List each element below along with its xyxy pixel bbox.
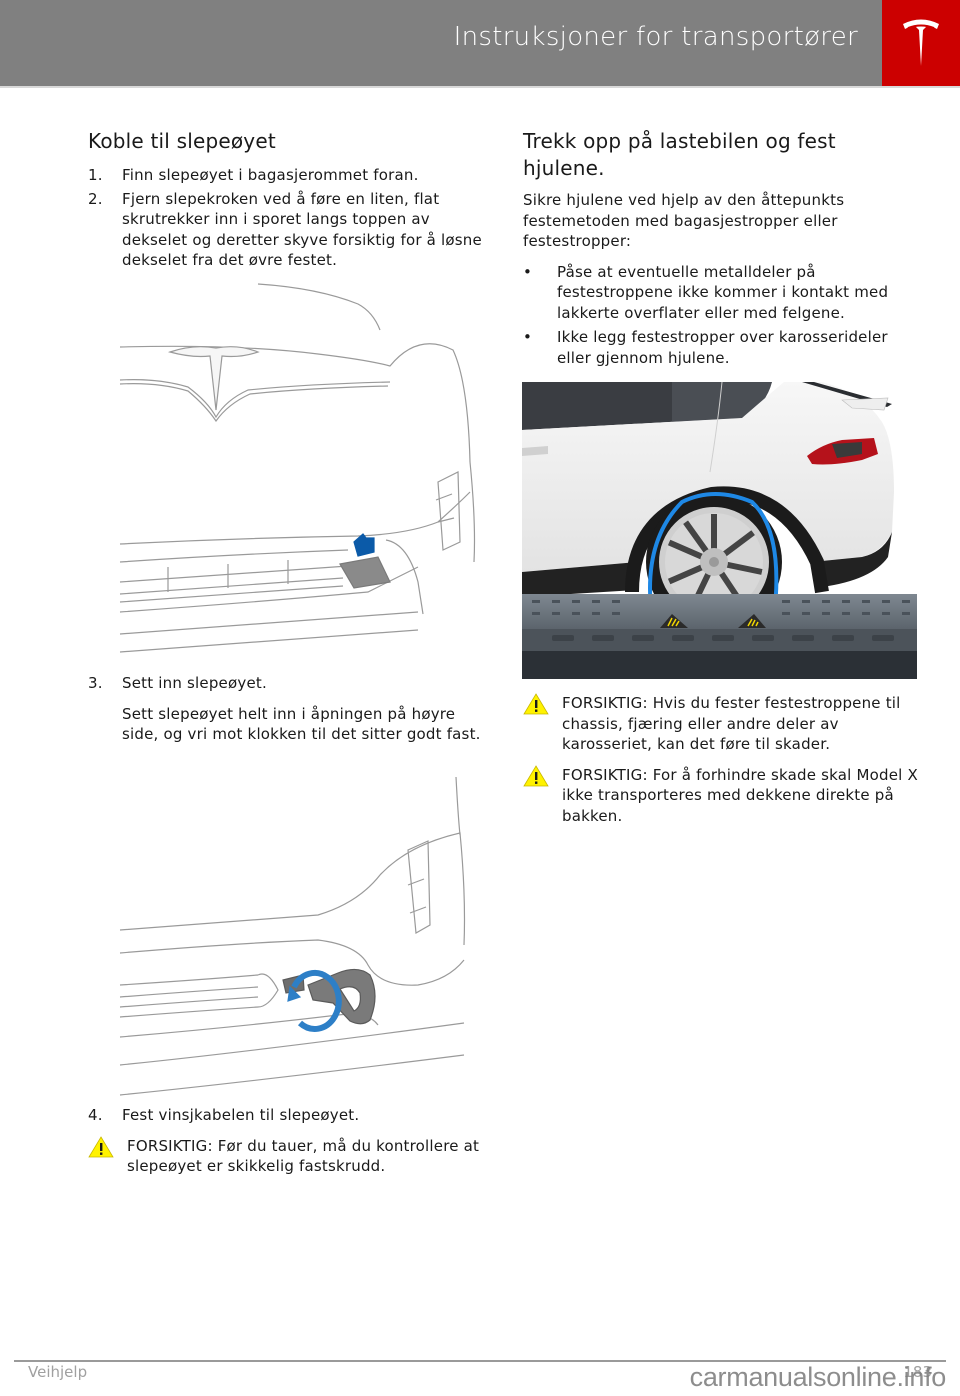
step-1: 1. Finn slepeøyet i bagasjerommet foran. bbox=[88, 165, 483, 186]
warning-triangle-icon bbox=[88, 1135, 114, 1157]
footer-section-name: Veihjelp bbox=[28, 1363, 88, 1381]
bullet-text: Ikke legg festestropper over karosseride… bbox=[557, 328, 888, 367]
step-number: 1. bbox=[88, 166, 103, 184]
section-heading-truck: Trekk opp på lastebilen og fest hjulene. bbox=[523, 129, 836, 180]
right-warnings: FORSIKTIG: Hvis du fester festestroppene… bbox=[523, 693, 923, 826]
caution-note-tires: FORSIKTIG: For å forhindre skade skal Mo… bbox=[523, 764, 923, 827]
watermark: carmanualsonline.info bbox=[689, 1362, 947, 1392]
step-number: 2. bbox=[88, 189, 103, 208]
tesla-logo-icon bbox=[903, 19, 939, 66]
bullet-dot: • bbox=[523, 328, 533, 346]
left-column: Koble til slepeøyet 1. Finn slepeøyet i … bbox=[88, 128, 483, 274]
footer-page-number: 183 bbox=[903, 1363, 932, 1381]
bullet-item: • Påse at eventuelle metalldeler på fest… bbox=[523, 262, 923, 324]
brand-logo-box bbox=[882, 0, 960, 86]
page-title: Instruksjoner for transportører bbox=[453, 22, 858, 52]
caution-note-tow-eye: FORSIKTIG: Før du tauer, må du kontrolle… bbox=[88, 1135, 483, 1177]
page-header: Instruksjoner for transportører bbox=[0, 0, 960, 86]
footer-divider bbox=[14, 1360, 946, 1362]
header-divider bbox=[0, 86, 960, 88]
step-3-detail: Sett slepeøyet helt inn i åpningen på hø… bbox=[122, 704, 481, 744]
intro-paragraph: Sikre hjulene ved hjelp av den åttepunkt… bbox=[523, 191, 845, 250]
wheel-strap-illustration bbox=[522, 382, 917, 679]
step-3-block: 3. Sett inn slepeøyet. Sett slepeøyet he… bbox=[88, 673, 483, 745]
step-number: 4. bbox=[88, 1106, 103, 1124]
tow-eye-insertion-illustration bbox=[118, 775, 470, 1097]
step-text: Finn slepeøyet i bagasjerommet foran. bbox=[122, 166, 419, 184]
bullet-text: Påse at eventuelle metalldeler på festes… bbox=[557, 262, 889, 322]
bullet-item: • Ikke legg festestropper over karosseri… bbox=[523, 327, 923, 368]
caution-text: FORSIKTIG: For å forhindre skade skal Mo… bbox=[562, 765, 918, 825]
step-text: Fjern slepekroken ved å føre en liten, f… bbox=[122, 189, 482, 270]
step-number: 3. bbox=[88, 674, 103, 692]
warning-triangle-icon bbox=[523, 693, 549, 715]
front-cover-removal-illustration bbox=[118, 282, 480, 654]
step-4-block: 4. Fest vinsjkabelen til slepeøyet. FORS… bbox=[88, 1105, 483, 1177]
caution-text: FORSIKTIG: Hvis du fester festestroppene… bbox=[562, 694, 901, 753]
step-4: 4. Fest vinsjkabelen til slepeøyet. bbox=[88, 1105, 483, 1126]
step-text: Fest vinsjkabelen til slepeøyet. bbox=[122, 1106, 360, 1124]
step-text: Sett inn slepeøyet. bbox=[122, 674, 267, 692]
warning-triangle-icon bbox=[523, 764, 549, 786]
bullet-dot: • bbox=[523, 262, 533, 281]
caution-text: FORSIKTIG: Før du tauer, må du kontrolle… bbox=[127, 1136, 480, 1176]
section-heading-tow-eye: Koble til slepeøyet bbox=[88, 129, 276, 153]
right-column: Trekk opp på lastebilen og fest hjulene.… bbox=[523, 128, 923, 372]
step-3: 3. Sett inn slepeøyet. bbox=[88, 673, 483, 694]
caution-note-chassis: FORSIKTIG: Hvis du fester festestroppene… bbox=[523, 693, 923, 755]
step-2: 2. Fjern slepekroken ved å føre en liten… bbox=[88, 189, 483, 271]
